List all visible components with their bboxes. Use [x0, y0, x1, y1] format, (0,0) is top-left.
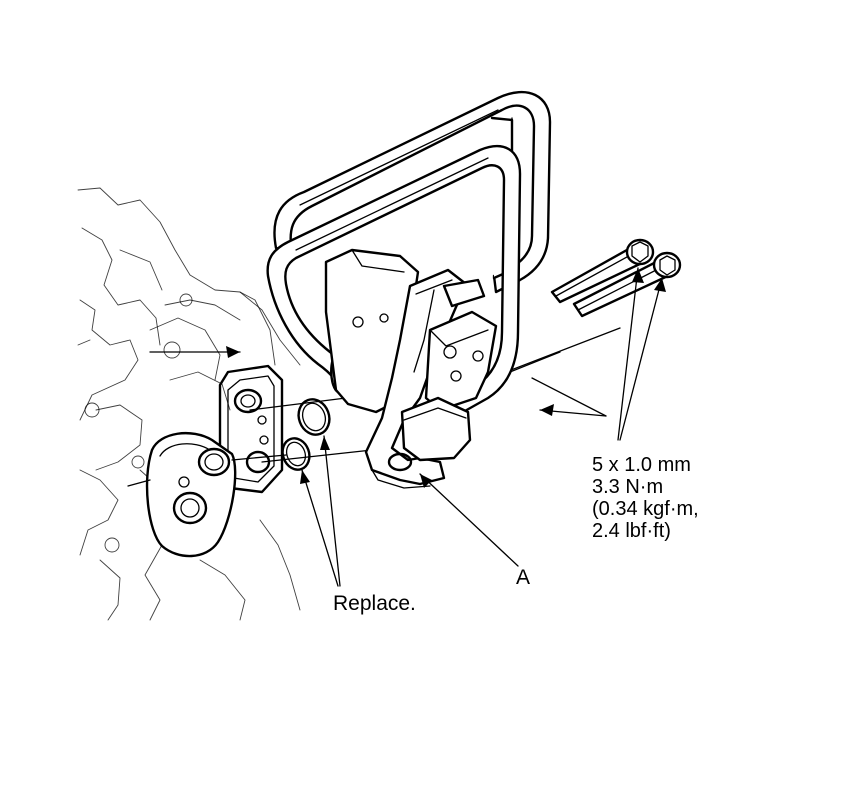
- compressor-housing: [77, 187, 301, 621]
- o-ring-leader-lines: [300, 435, 341, 587]
- compressor-port-block: [218, 364, 284, 494]
- connector-block: [400, 278, 498, 462]
- bolt-size-label: 5 x 1.0 mm: [592, 454, 691, 476]
- o-ring-lower: [281, 437, 311, 471]
- o-ring-upper: [297, 398, 331, 436]
- bolt-leader-lines: [617, 267, 666, 441]
- part-a-label: A: [516, 566, 531, 589]
- part-a-leader-line: [419, 473, 519, 567]
- bolt-lower: [572, 251, 682, 318]
- bolt-torque-lbfft-label: 2.4 lbf·ft): [592, 520, 671, 542]
- direction-arrow: [531, 377, 607, 417]
- bolt-spec-callout: 5 x 1.0 mm 3.3 N·m (0.34 kgf·m, 2.4 lbf·…: [592, 454, 699, 542]
- compressor-flange: [127, 432, 237, 558]
- bolt-torque-kgfm-label: (0.34 kgf·m,: [592, 498, 699, 520]
- o-ring-replace-label: Replace.: [333, 592, 416, 615]
- housing-indicator-arrow: [149, 346, 241, 358]
- bolt-torque-nm-label: 3.3 N·m: [592, 476, 664, 498]
- bolt-upper: [550, 238, 655, 304]
